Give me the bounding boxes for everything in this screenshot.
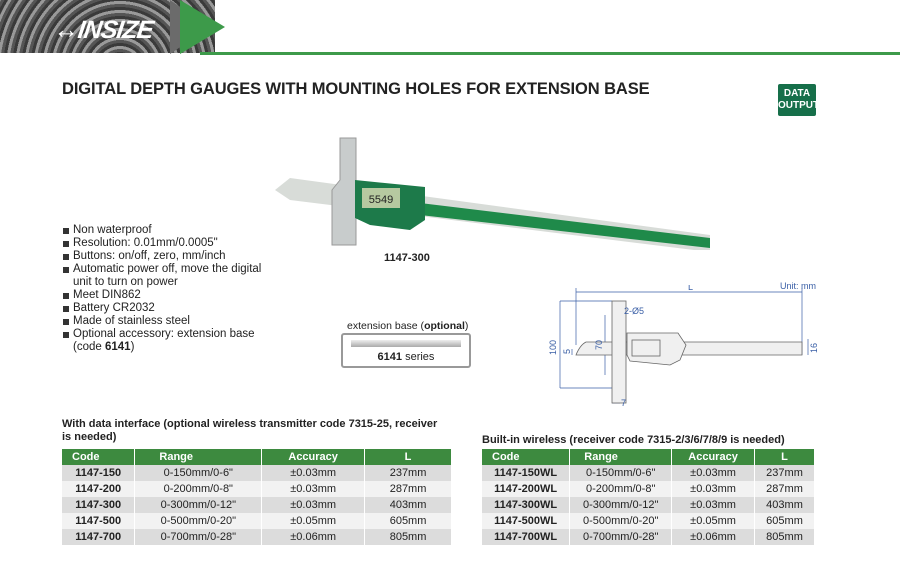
range-cell: 0-150mm/0-6" [569,465,673,481]
length-cell: 605mm [754,513,815,529]
gauge-base [331,137,357,246]
accuracy-cell: ±0.06mm [261,529,366,545]
feature-item: Optional accessory: extension base (code… [62,328,262,354]
lcd-reading: 5549 [369,194,393,206]
product-caption: 1147-300 [384,252,430,264]
page-title: DIGITAL DEPTH GAUGES WITH MOUNTING HOLES… [62,80,650,98]
table-header-row: Code Range Accuracy L [62,449,452,465]
range-cell: 0-150mm/0-6" [134,465,263,481]
length-cell: 287mm [364,481,452,497]
col-header: Accuracy [261,449,366,465]
range-cell: 0-300mm/0-12" [569,497,673,513]
col-header: Range [134,449,263,465]
range-cell: 0-200mm/0-8" [569,481,673,497]
insize-logo: ↔INSIZE [52,16,155,44]
header-banner: ↔INSIZE [0,0,900,55]
dim-7: 7 [621,398,626,408]
gauge-scale-stripe [420,203,710,248]
feature-item: Buttons: on/off, zero, mm/inch [62,250,262,263]
banner-chevron-green [180,0,225,54]
length-cell: 287mm [754,481,815,497]
accuracy-cell: ±0.03mm [261,465,366,481]
banner-green-line [200,52,900,55]
accuracy-cell: ±0.05mm [671,513,756,529]
col-header: L [364,449,452,465]
dimension-drawing: L 2-Ø5 100 70 5 7 16 [548,285,819,408]
accuracy-cell: ±0.03mm [671,465,756,481]
col-header: Range [569,449,673,465]
extension-base-image [351,340,461,347]
depth-gauge-photo: 5549 [275,137,710,250]
code-cell: 1147-150 [62,465,136,481]
code-cell: 1147-300WL [482,497,571,513]
code-cell: 1147-700WL [482,529,571,545]
code-cell: 1147-500WL [482,513,571,529]
feature-item: Non waterproof [62,224,262,237]
accuracy-cell: ±0.03mm [671,497,756,513]
dim-L: L [688,285,693,292]
table-header-row: Code Range Accuracy L [482,449,815,465]
range-cell: 0-700mm/0-28" [134,529,263,545]
accuracy-cell: ±0.03mm [261,481,366,497]
dim-100: 100 [548,340,558,355]
col-header: Accuracy [671,449,756,465]
range-cell: 0-500mm/0-20" [134,513,263,529]
length-cell: 605mm [364,513,452,529]
code-cell: 1147-500 [62,513,136,529]
dim-5: 5 [562,349,572,354]
code-cell: 1147-700 [62,529,136,545]
dim-70: 70 [594,340,604,350]
col-header: Code [482,449,571,465]
code-cell: 1147-200WL [482,481,571,497]
length-cell: 805mm [754,529,815,545]
code-cell: 1147-150WL [482,465,571,481]
feature-item: Battery CR2032 [62,302,262,315]
feature-item: Resolution: 0.01mm/0.0005" [62,237,262,250]
length-cell: 403mm [754,497,815,513]
col-header: Code [62,449,136,465]
range-cell: 0-200mm/0-8" [134,481,263,497]
range-cell: 0-500mm/0-20" [569,513,673,529]
unit-label: Unit: mm [780,281,816,291]
range-cell: 0-700mm/0-28" [569,529,673,545]
length-cell: 403mm [364,497,452,513]
dim-16: 16 [809,343,819,353]
feature-item: Automatic power off, move the digital un… [62,263,262,289]
extension-series: 6141 series [377,351,435,363]
extension-base-label: extension base (optional) [347,320,469,332]
range-cell: 0-300mm/0-12" [134,497,263,513]
lcd-display [362,188,400,208]
table2-caption: Built-in wireless (receiver code 7315-2/… [482,434,785,446]
code-cell: 1147-200 [62,481,136,497]
dim-hole: 2-Ø5 [624,306,644,316]
length-cell: 237mm [364,465,452,481]
accuracy-cell: ±0.05mm [261,513,366,529]
table1-caption: With data interface (optional wireless t… [62,418,438,443]
accuracy-cell: ±0.03mm [671,481,756,497]
feature-list: Non waterproof Resolution: 0.01mm/0.0005… [62,224,262,354]
feature-item: Made of stainless steel [62,315,262,328]
code-cell: 1147-300 [62,497,136,513]
feature-item: Meet DIN862 [62,289,262,302]
accuracy-cell: ±0.03mm [261,497,366,513]
length-cell: 237mm [754,465,815,481]
extension-base-box: 6141 series [341,333,471,368]
length-cell: 805mm [364,529,452,545]
accuracy-cell: ±0.06mm [671,529,756,545]
col-header: L [754,449,815,465]
